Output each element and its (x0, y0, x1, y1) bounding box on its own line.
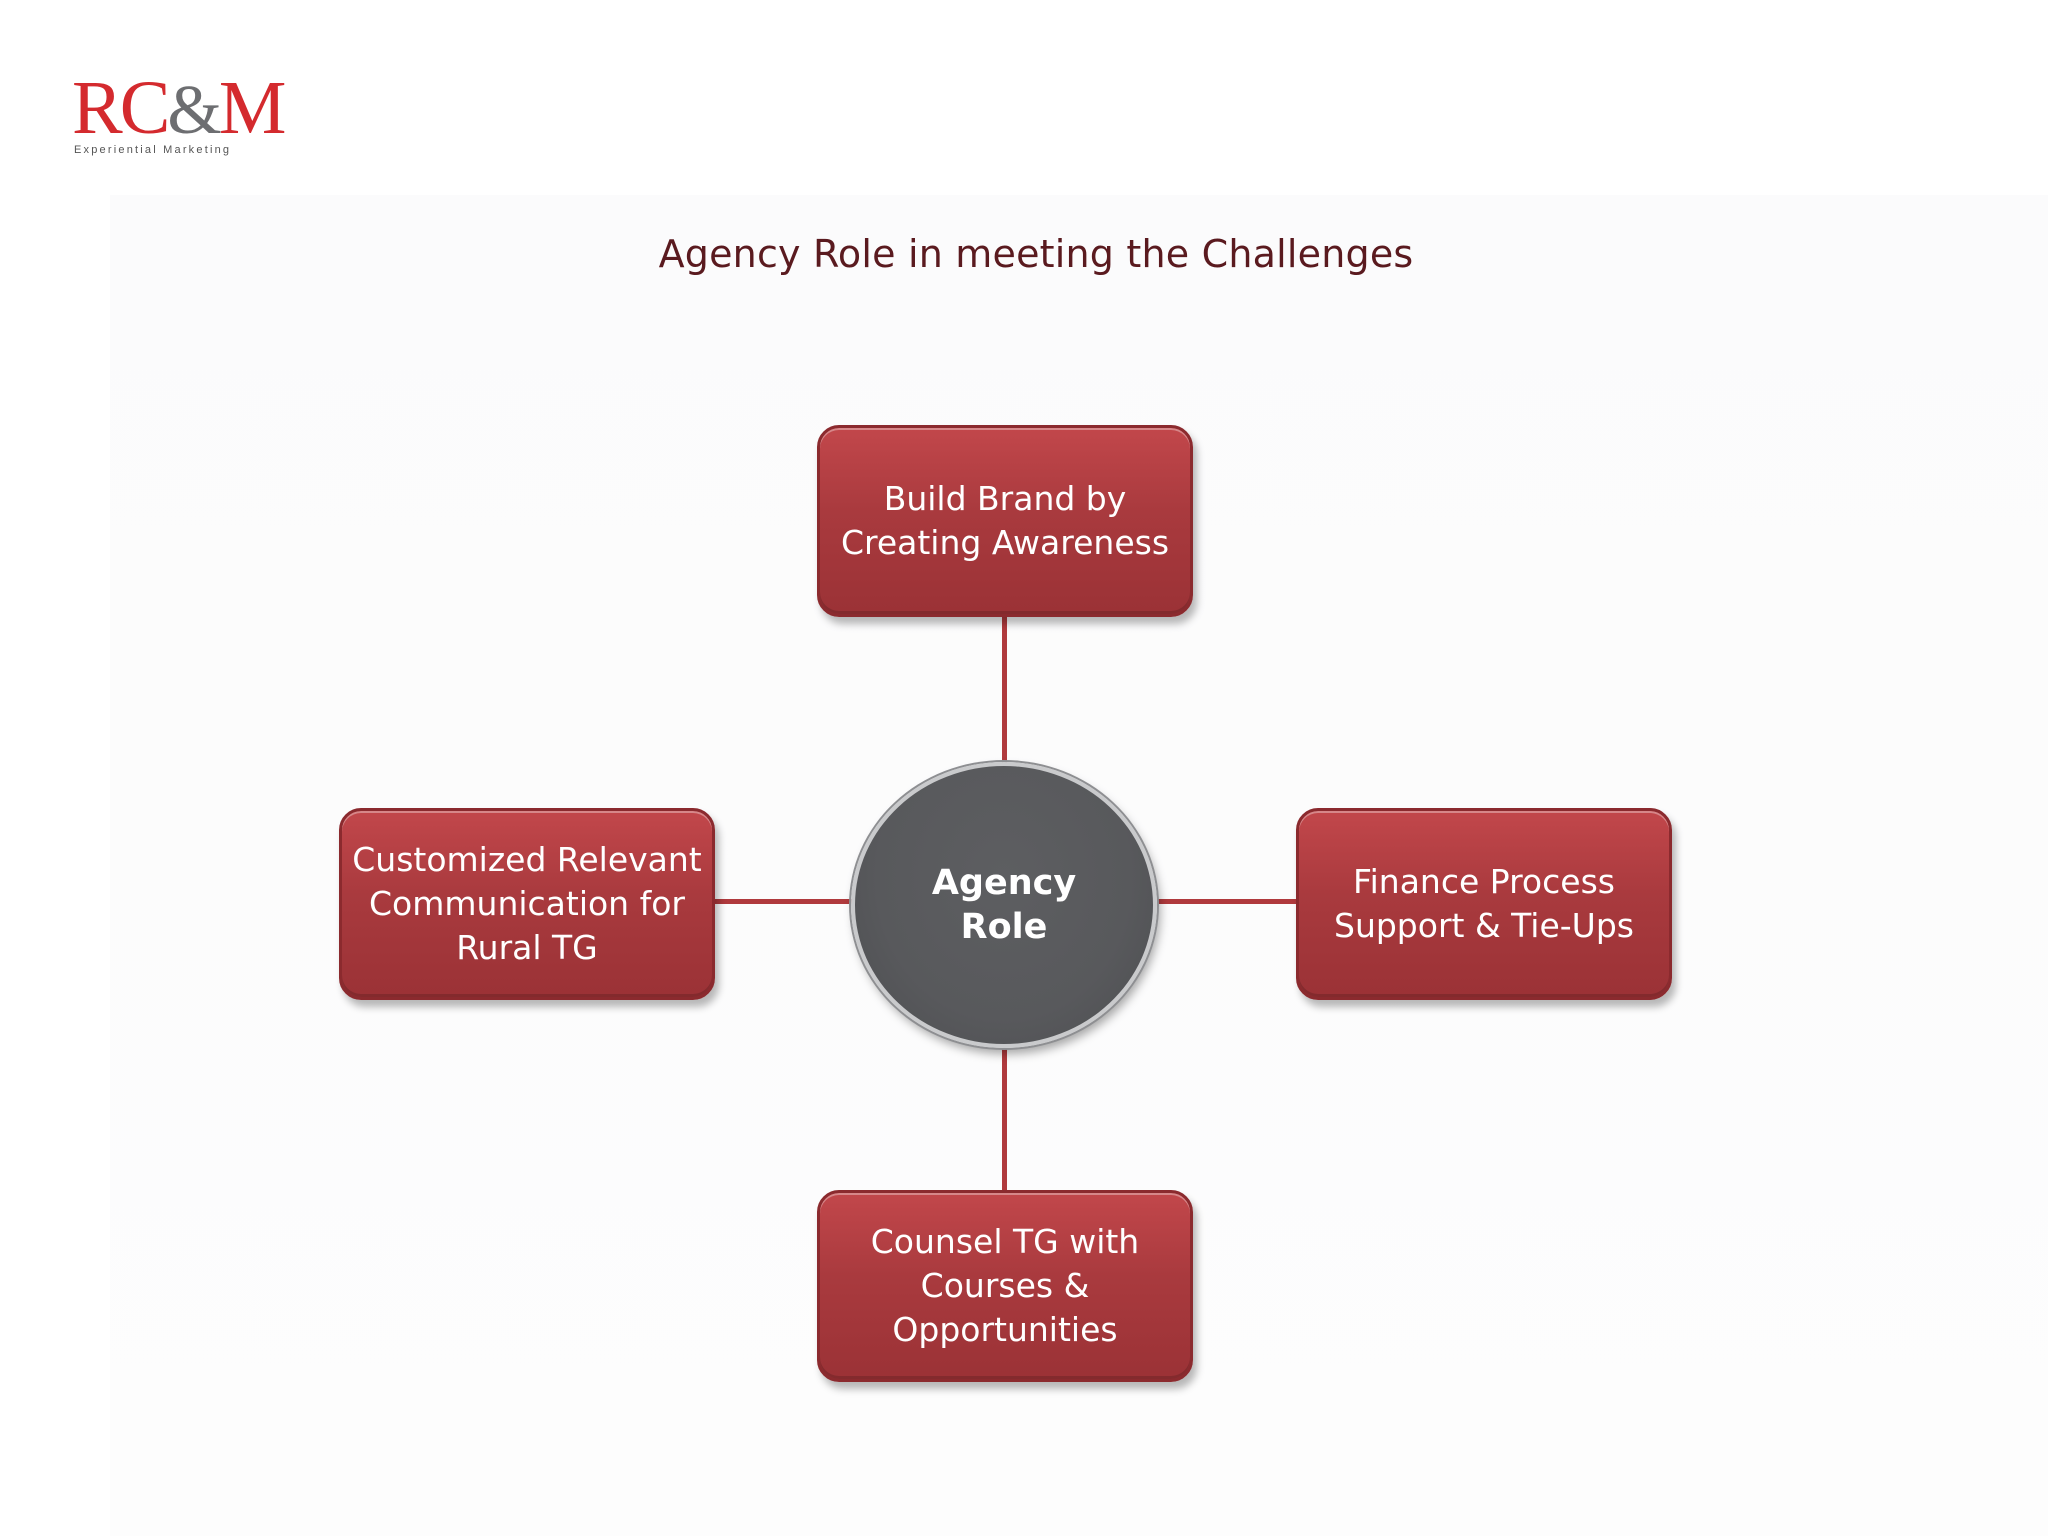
node-agency-role: Agency Role (851, 762, 1157, 1048)
connector-right (1158, 899, 1300, 904)
company-logo: RC&M Experiential Marketing (72, 70, 312, 160)
connector-bottom (1002, 1048, 1007, 1190)
node-customized-communication: Customized Relevant Communication for Ru… (339, 808, 715, 1000)
connector-top (1002, 615, 1007, 765)
logo-tagline: Experiential Marketing (74, 144, 232, 156)
node-finance-process: Finance Process Support & Tie-Ups (1296, 808, 1672, 1000)
logo-wordmark-left: RC (72, 66, 170, 150)
node-build-brand: Build Brand by Creating Awareness (817, 425, 1193, 617)
logo-wordmark-right: M (218, 66, 287, 150)
logo-wordmark-amp: & (167, 72, 221, 149)
node-counsel-tg: Counsel TG with Courses & Opportunities (817, 1190, 1193, 1382)
connector-left (714, 899, 856, 904)
logo-wordmark: RC&M (72, 70, 286, 149)
slide-title: Agency Role in meeting the Challenges (658, 232, 1414, 276)
